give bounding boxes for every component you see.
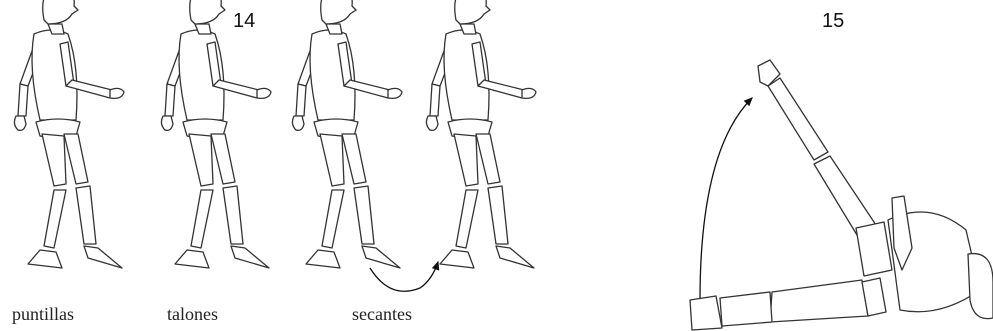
mannequin-figure-puntillas: [14, 0, 124, 268]
mannequin-figure-secantes-b: [426, 0, 536, 268]
mannequin-figure-lying: [690, 60, 993, 330]
mannequin-figure-talones: [161, 0, 271, 268]
curved-arrow-icon: [370, 262, 438, 291]
mannequin-figure-secantes-a: [292, 0, 402, 268]
